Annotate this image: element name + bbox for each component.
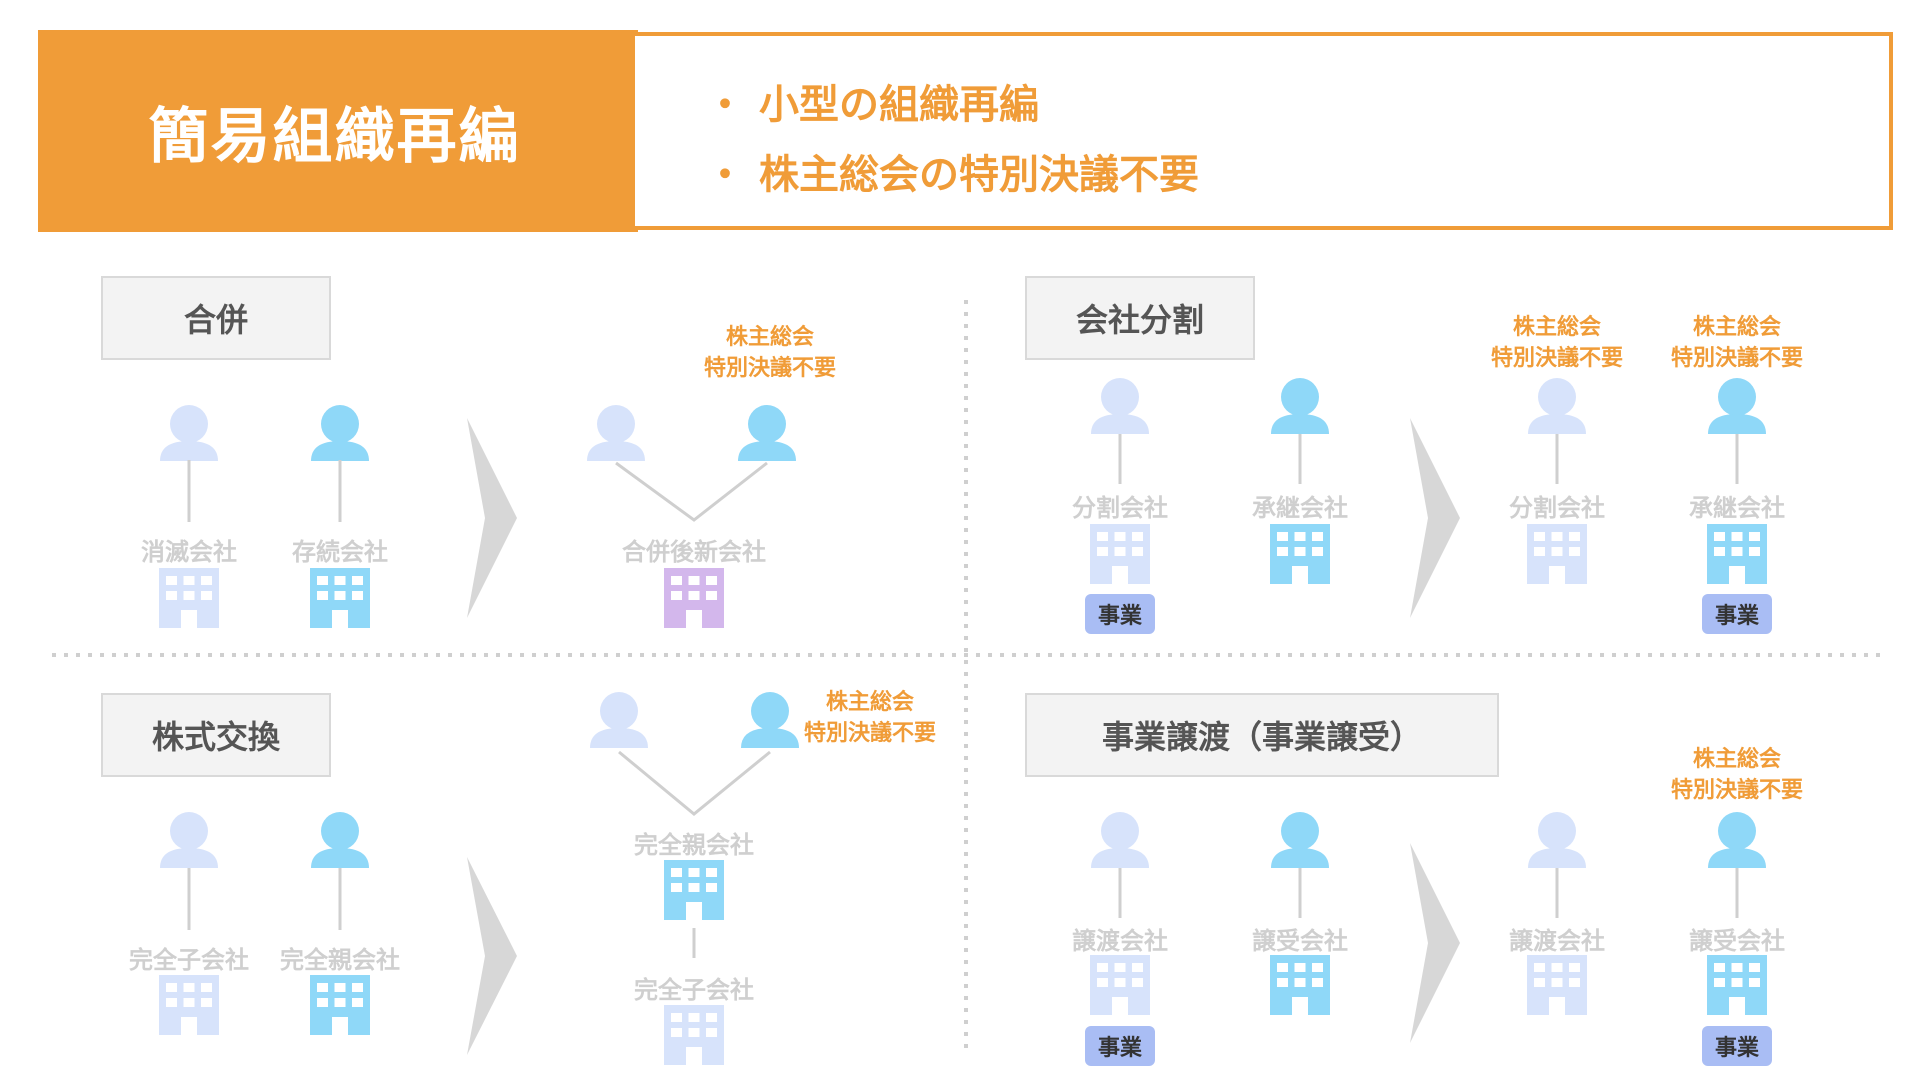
connector-line: [1118, 434, 1122, 484]
connector-line: [1735, 868, 1739, 918]
building-icon: [310, 975, 370, 1035]
no-special-resolution-note: 株主総会 特別決議不要: [803, 690, 937, 746]
person-icon: [1708, 378, 1766, 434]
business-badge: 事業: [1085, 1026, 1155, 1066]
succeeding-company-label: 承継会社: [1252, 494, 1348, 522]
split-title: 会社分割: [1025, 276, 1255, 360]
building-icon: [664, 1005, 724, 1065]
person-icon: [738, 405, 796, 461]
wholly-owned-subsidiary-label: 完全子会社: [634, 976, 754, 1004]
building-icon: [1527, 955, 1587, 1015]
chevron-arrow-icon: [467, 857, 517, 1055]
business-badge: 事業: [1702, 594, 1772, 634]
person-icon: [311, 405, 369, 461]
person-icon: [160, 405, 218, 461]
connector-line: [1118, 868, 1122, 918]
building-icon: [159, 975, 219, 1035]
person-icon: [1271, 812, 1329, 868]
chevron-arrow-icon: [467, 418, 517, 618]
splitting-company-label: 分割会社: [1509, 494, 1605, 522]
building-icon: [1270, 524, 1330, 584]
summary-bullet-1: ・小型の組織再編: [705, 82, 1039, 128]
building-icon: [664, 860, 724, 920]
building-icon: [1707, 524, 1767, 584]
connector-line: [692, 928, 696, 958]
person-icon: [741, 692, 799, 748]
wholly-owning-parent-label: 完全親会社: [280, 946, 400, 974]
connector-line: [338, 868, 342, 930]
building-icon: [159, 568, 219, 628]
summary-bullet-2: ・株主総会の特別決議不要: [705, 152, 1199, 198]
person-icon: [590, 692, 648, 748]
connector-line: [338, 460, 342, 522]
merger-title: 合併: [101, 276, 331, 360]
transferor-company-label: 譲渡会社: [1509, 927, 1605, 955]
connector-line: [187, 460, 191, 522]
wholly-owned-subsidiary-label: 完全子会社: [129, 946, 249, 974]
no-special-resolution-note: 株主総会 特別決議不要: [703, 325, 837, 381]
person-icon: [1708, 812, 1766, 868]
building-icon: [1090, 524, 1150, 584]
wholly-owning-parent-label: 完全親会社: [634, 831, 754, 859]
person-icon: [160, 812, 218, 868]
merged-company-label: 合併後新会社: [622, 538, 766, 566]
building-icon: [1527, 524, 1587, 584]
no-special-resolution-note: 株主総会 特別決議不要: [1490, 315, 1624, 371]
connector-line: [1555, 868, 1559, 918]
business-badge: 事業: [1085, 594, 1155, 634]
transferee-company-label: 譲受会社: [1252, 927, 1348, 955]
building-icon: [1707, 955, 1767, 1015]
connector-line: [1555, 434, 1559, 484]
business-badge: 事業: [1702, 1026, 1772, 1066]
building-icon: [1090, 955, 1150, 1015]
splitting-company-label: 分割会社: [1072, 494, 1168, 522]
transferor-company-label: 譲渡会社: [1072, 927, 1168, 955]
exchange-title: 株式交換: [101, 693, 331, 777]
person-icon: [1271, 378, 1329, 434]
surviving-company-label: 存続会社: [292, 538, 388, 566]
person-icon: [587, 405, 645, 461]
building-icon: [1270, 955, 1330, 1015]
merge-connector: [615, 461, 768, 522]
transferee-company-label: 譲受会社: [1689, 927, 1785, 955]
person-icon: [1528, 378, 1586, 434]
chevron-arrow-icon: [1410, 418, 1460, 618]
connector-line: [1298, 434, 1302, 484]
no-special-resolution-note: 株主総会 特別決議不要: [1670, 747, 1804, 803]
building-icon: [664, 568, 724, 628]
summary-box: ・小型の組織再編 ・株主総会の特別決議不要: [631, 32, 1893, 230]
chevron-arrow-icon: [1410, 843, 1460, 1043]
no-special-resolution-note: 株主総会 特別決議不要: [1670, 315, 1804, 371]
person-icon: [1091, 812, 1149, 868]
connector-line: [1298, 868, 1302, 918]
person-icon: [1091, 378, 1149, 434]
transfer-title: 事業譲渡（事業譲受）: [1025, 693, 1499, 777]
succeeding-company-label: 承継会社: [1689, 494, 1785, 522]
person-icon: [1528, 812, 1586, 868]
connector-line: [187, 868, 191, 930]
person-icon: [311, 812, 369, 868]
merge-connector: [618, 750, 771, 816]
absorbed-company-label: 消滅会社: [141, 538, 237, 566]
connector-line: [1735, 434, 1739, 484]
building-icon: [310, 568, 370, 628]
page-title: 簡易組織再編: [148, 101, 521, 172]
